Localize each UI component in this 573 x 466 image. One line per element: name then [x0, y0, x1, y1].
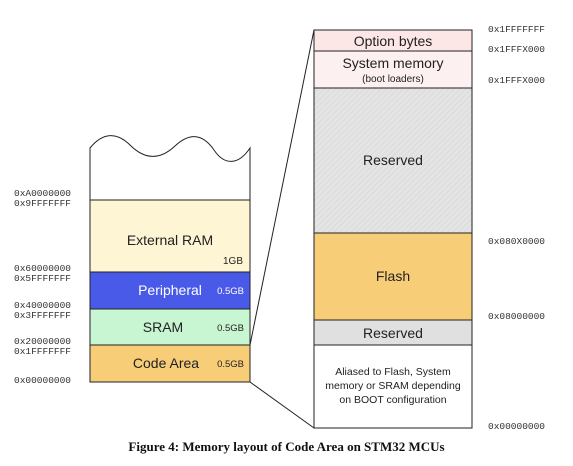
flash-label: Flash	[376, 268, 410, 284]
address-label: 0x1FFFX000	[488, 75, 545, 86]
zoom-line-top	[249, 29, 315, 346]
address-label: 0x9FFFFFFF	[14, 198, 71, 209]
figure-caption: Figure 4: Memory layout of Code Area on …	[128, 439, 445, 454]
system-memory-label: System memory	[342, 55, 443, 71]
code-area-label: Code Area	[133, 355, 199, 371]
reserved-small-label: Reserved	[363, 325, 423, 341]
address-label: 0x08000000	[488, 311, 545, 322]
aliased-line-2: memory or SRAM depending	[325, 380, 461, 392]
address-label: 0x00000000	[488, 421, 545, 432]
address-label: 0xA0000000	[14, 188, 71, 199]
sram-label: SRAM	[143, 319, 183, 335]
peripheral-label: Peripheral	[138, 282, 202, 298]
aliased-line-3: on BOOT configuration	[339, 394, 446, 406]
address-label: 0x40000000	[14, 300, 71, 311]
code-area-size: 0.5GB	[217, 359, 244, 370]
reserved-large-region	[313, 87, 473, 234]
code-area-region	[89, 344, 251, 383]
right-memory-map: Option bytes System memory (boot loaders…	[313, 24, 545, 432]
reserved-large-label: Reserved	[363, 152, 423, 168]
external-ram-label: External RAM	[127, 232, 213, 248]
address-label: 0x3FFFFFFF	[14, 310, 71, 321]
address-label: 0x1FFFFFFF	[14, 346, 71, 357]
address-label: 0x1FFFFFFF	[488, 24, 545, 35]
address-label: 0x00000000	[14, 375, 71, 386]
external-ram-size: 1GB	[223, 256, 243, 267]
zoom-line-bottom	[249, 381, 315, 429]
aliased-region	[313, 344, 473, 429]
system-memory-region	[313, 50, 473, 89]
option-bytes-label: Option bytes	[354, 33, 433, 49]
sram-size: 0.5GB	[217, 323, 244, 334]
address-label: 0x5FFFFFFF	[14, 273, 71, 284]
system-memory-sublabel: (boot loaders)	[362, 74, 424, 85]
peripheral-region	[89, 271, 251, 310]
aliased-line-1: Aliased to Flash, System	[335, 366, 451, 378]
flash-region	[313, 232, 473, 321]
address-label: 0x1FFFX000	[488, 44, 545, 55]
truncated-region	[89, 135, 251, 201]
address-label: 0x080X0000	[488, 236, 545, 247]
left-memory-map: External RAM 1GB Peripheral 0.5GB SRAM 0…	[14, 135, 251, 386]
address-label: 0x20000000	[14, 336, 71, 347]
sram-region	[89, 308, 251, 346]
address-label: 0x60000000	[14, 263, 71, 274]
peripheral-size: 0.5GB	[217, 286, 244, 297]
external-ram-region	[89, 199, 251, 273]
